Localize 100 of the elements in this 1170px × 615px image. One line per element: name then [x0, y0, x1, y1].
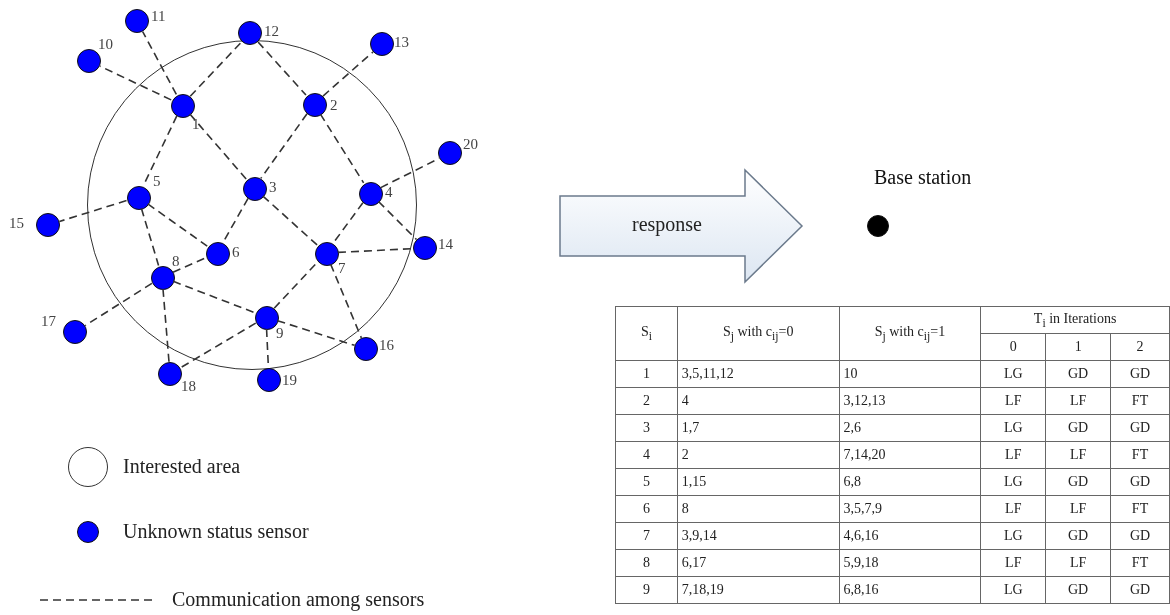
- table-cell: LF: [980, 387, 1046, 415]
- table-cell: 9: [615, 576, 678, 604]
- table-cell: GD: [1110, 468, 1170, 496]
- table-cell: 1: [615, 360, 678, 388]
- sensor-number: 17: [41, 314, 56, 329]
- table-cell: LF: [980, 549, 1046, 577]
- table-cell: 4,6,16: [839, 522, 981, 550]
- communication-line: [58, 199, 128, 223]
- sensor-number: 3: [269, 180, 277, 195]
- table-cell: 6,17: [677, 549, 840, 577]
- table-cell: GD: [1045, 468, 1111, 496]
- edge-label: response: [632, 213, 702, 236]
- communication-line: [162, 288, 170, 363]
- table-cell: 1,15: [677, 468, 840, 496]
- table-cell: LF: [980, 495, 1046, 523]
- table-cell: 7,14,20: [839, 441, 981, 469]
- sensor-number: 7: [338, 261, 346, 276]
- table-cell: GD: [1110, 576, 1170, 604]
- table-cell: GD: [1045, 522, 1111, 550]
- sensor-number: 13: [394, 35, 409, 50]
- sensor-number: 16: [379, 338, 394, 353]
- sensor-number: 6: [232, 245, 240, 260]
- header-cell: 1: [1045, 333, 1111, 361]
- communication-line: [260, 112, 308, 180]
- station-label: Base station: [874, 167, 972, 187]
- sensor-number: 14: [438, 237, 453, 252]
- table-cell: 2: [677, 441, 840, 469]
- communication-line: [141, 30, 178, 96]
- communication-line: [189, 113, 247, 180]
- table-cell: 2,6: [839, 414, 981, 442]
- table-cell: 3,9,14: [677, 522, 840, 550]
- table-cell: 8: [677, 495, 840, 523]
- table-cell: 3: [615, 414, 678, 442]
- sensor-number: 4: [385, 185, 393, 200]
- sensor-number: 20: [463, 137, 478, 152]
- legend-text: Unknown status sensor: [123, 520, 309, 543]
- table-cell: GD: [1110, 360, 1170, 388]
- table-cell: 7: [615, 522, 678, 550]
- communication-line: [172, 280, 256, 314]
- communication-line: [319, 113, 365, 184]
- table-cell: 1,7: [677, 414, 840, 442]
- table-cell: GD: [1110, 522, 1170, 550]
- table-cell: 4: [677, 387, 840, 415]
- table-cell: 10: [839, 360, 981, 388]
- table-cell: 6,8: [839, 468, 981, 496]
- communication-line: [147, 203, 208, 247]
- sensor-number: 11: [151, 9, 166, 24]
- header-cell: 0: [980, 333, 1046, 361]
- sensor-number: 15: [9, 216, 24, 231]
- communication-line: [276, 319, 356, 347]
- communication-line: [99, 65, 172, 101]
- sensor-number: 18: [181, 379, 196, 394]
- communication-line: [179, 322, 257, 369]
- table-cell: GD: [1045, 360, 1111, 388]
- table-cell: LF: [1045, 549, 1111, 577]
- table-cell: 3,5,7,9: [839, 495, 981, 523]
- sensor-number: 2: [330, 98, 338, 113]
- communication-line: [84, 282, 153, 327]
- table-cell: GD: [1045, 414, 1111, 442]
- header-cell: S$_{i}$: [615, 306, 678, 361]
- communication-line: [257, 41, 307, 96]
- sensor-number: 12: [264, 24, 279, 39]
- sensor-number: 5: [153, 174, 161, 189]
- table-cell: LG: [980, 468, 1046, 496]
- communication-line: [140, 207, 160, 267]
- table-cell: 7,18,19: [677, 576, 840, 604]
- legend-text: Interested area: [123, 455, 241, 478]
- table-cell: 2: [615, 387, 678, 415]
- communication-line: [189, 40, 243, 98]
- communication-line: [329, 263, 363, 339]
- table-cell: 6,8,16: [839, 576, 981, 604]
- table-cell: LF: [1045, 387, 1111, 415]
- sensor-number: 1: [192, 117, 200, 132]
- sensor-number: 19: [282, 373, 297, 388]
- communication-line: [337, 247, 414, 254]
- table-cell: LF: [1045, 495, 1111, 523]
- communication-line: [322, 51, 374, 97]
- communication-line: [262, 195, 318, 246]
- table-cell: LG: [980, 522, 1046, 550]
- sensor-number: 9: [276, 326, 284, 341]
- block-arrow: [559, 168, 804, 284]
- header-cell: S$_{j}$ with c$_{ij}$=1: [839, 306, 981, 361]
- table-cell: 3,12,13: [839, 387, 981, 415]
- table-cell: GD: [1045, 576, 1111, 604]
- table-cell: LF: [1045, 441, 1111, 469]
- table-cell: FT: [1110, 387, 1170, 415]
- table-cell: LF: [980, 441, 1046, 469]
- table-cell: 4: [615, 441, 678, 469]
- table-cell: FT: [1110, 441, 1170, 469]
- sensor-number: 10: [98, 37, 113, 52]
- table-cell: 8: [615, 549, 678, 577]
- table-cell: LG: [980, 414, 1046, 442]
- sensor-number: 8: [172, 254, 180, 269]
- communication-line: [377, 200, 418, 241]
- legend-text: Communication among sensors: [172, 588, 425, 611]
- table-cell: 6: [615, 495, 678, 523]
- table-cell: GD: [1110, 414, 1170, 442]
- header-cell: S$_{j}$ with c$_{ij}$=0: [677, 306, 840, 361]
- header-cell: 2: [1110, 333, 1170, 361]
- table-cell: LG: [980, 576, 1046, 604]
